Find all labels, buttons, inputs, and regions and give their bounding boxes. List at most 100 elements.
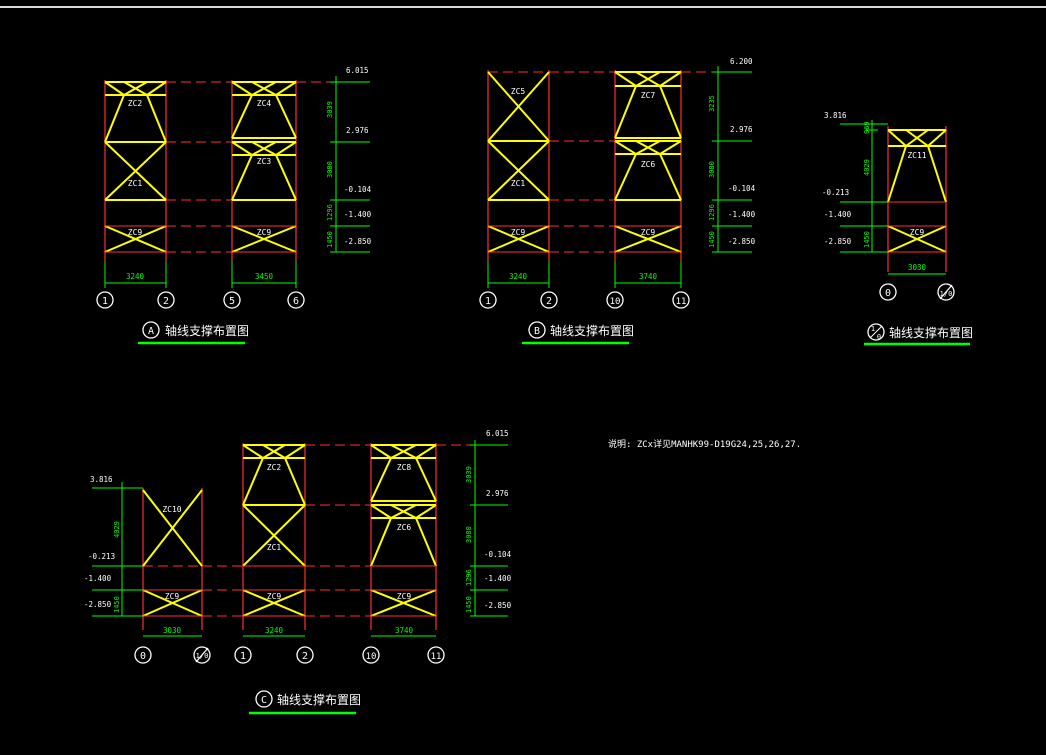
bottom-dims-a bbox=[104, 262, 297, 288]
elev-3816: 3.816 bbox=[824, 111, 847, 120]
label-zc1: ZC1 bbox=[128, 179, 143, 188]
height-1296: 1296 bbox=[708, 204, 716, 221]
label-zc1: ZC1 bbox=[267, 543, 282, 552]
label-zc1: ZC1 bbox=[511, 179, 526, 188]
panel-b: ZC5 ZC1 ZC9 ZC7 ZC6 ZC9 6.200 2.976 -0.1… bbox=[479, 57, 756, 345]
elevation-dims-c-left bbox=[92, 482, 143, 617]
axis-5: 5 bbox=[229, 296, 235, 307]
elev-neg1400: -1.400 bbox=[824, 210, 852, 219]
axis-1: 1 bbox=[102, 296, 108, 307]
height-3080: 3080 bbox=[708, 161, 716, 178]
axis-10: 10 bbox=[610, 297, 621, 307]
elev-2976: 2.976 bbox=[346, 126, 369, 135]
svg-text:轴线支撑布置图: 轴线支撑布置图 bbox=[277, 692, 361, 707]
label-zc7: ZC7 bbox=[641, 91, 656, 100]
panel-a: ZC2 ZC1 ZC9 ZC4 ZC3 ZC9 6.015 2.976 -0.1… bbox=[96, 66, 372, 345]
axis-1-0: 1/0 bbox=[940, 290, 953, 298]
height-4029: 4029 bbox=[863, 159, 871, 176]
axis-10: 10 bbox=[366, 652, 377, 662]
elev-neg0104: -0.104 bbox=[484, 550, 512, 559]
brace-zc7 bbox=[614, 71, 682, 201]
brace-zc8 bbox=[370, 444, 437, 617]
elev-6015: 6.015 bbox=[346, 66, 369, 75]
elev-neg2850: -2.850 bbox=[484, 601, 512, 610]
label-zc10: ZC10 bbox=[162, 505, 181, 514]
dim-3740: 3740 bbox=[639, 272, 658, 281]
dim-3740: 3740 bbox=[395, 626, 414, 635]
dim-3240: 3240 bbox=[126, 272, 145, 281]
axis-1-0: 1/0 bbox=[196, 652, 209, 660]
height-1450: 1450 bbox=[465, 596, 473, 613]
label-zc8: ZC8 bbox=[397, 463, 412, 472]
brace-zc9-b bbox=[487, 199, 682, 253]
label-zc2: ZC2 bbox=[128, 99, 143, 108]
height-3039: 3039 bbox=[465, 466, 473, 483]
axis-1: 1 bbox=[240, 651, 246, 662]
dim-3450: 3450 bbox=[255, 272, 274, 281]
label-zc2: ZC2 bbox=[267, 463, 282, 472]
dim-3240: 3240 bbox=[265, 626, 284, 635]
elev-6015: 6.015 bbox=[486, 429, 509, 438]
elevation-dims-c-right bbox=[470, 440, 508, 617]
elev-neg1400: -1.400 bbox=[344, 210, 372, 219]
panel-b-title: B 轴线支撑布置图 bbox=[522, 321, 634, 345]
label-zc5: ZC5 bbox=[511, 87, 526, 96]
brace-zc9-a bbox=[104, 199, 297, 253]
elev-neg1400: -1.400 bbox=[484, 574, 512, 583]
height-4029: 4029 bbox=[113, 521, 121, 538]
brace-zc2 bbox=[104, 81, 167, 201]
elev-neg0104: -0.104 bbox=[728, 184, 756, 193]
axis-0: 0 bbox=[885, 288, 891, 299]
height-1450: 1450 bbox=[113, 596, 121, 613]
label-zc9: ZC9 bbox=[128, 228, 143, 237]
svg-text:轴线支撑布置图: 轴线支撑布置图 bbox=[165, 323, 249, 338]
svg-text:轴线支撑布置图: 轴线支撑布置图 bbox=[550, 323, 634, 338]
height-1450: 1450 bbox=[708, 231, 716, 248]
elev-neg2850: -2.850 bbox=[84, 600, 112, 609]
dim-3030: 3030 bbox=[163, 626, 182, 635]
label-zc4: ZC4 bbox=[257, 99, 272, 108]
label-zc9: ZC9 bbox=[641, 228, 656, 237]
label-zc6: ZC6 bbox=[397, 523, 412, 532]
brace-zc4 bbox=[231, 81, 297, 201]
height-3039: 3039 bbox=[326, 101, 334, 118]
elev-2976: 2.976 bbox=[486, 489, 509, 498]
elev-3816: 3.816 bbox=[90, 475, 113, 484]
height-3080: 3080 bbox=[465, 526, 473, 543]
height-1296: 1296 bbox=[326, 204, 334, 221]
elev-neg2850: -2.850 bbox=[344, 237, 372, 246]
elev-neg0213: -0.213 bbox=[88, 552, 115, 561]
svg-text:0: 0 bbox=[877, 333, 881, 341]
label-zc9: ZC9 bbox=[267, 592, 282, 601]
label-zc9: ZC9 bbox=[257, 228, 272, 237]
brace-zc5 bbox=[487, 71, 550, 201]
label-zc3: ZC3 bbox=[257, 157, 272, 166]
height-1296: 1296 bbox=[465, 569, 473, 586]
svg-text:C: C bbox=[261, 695, 267, 706]
panel-a-title: A 轴线支撑布置图 bbox=[138, 321, 249, 345]
label-zc9: ZC9 bbox=[910, 228, 925, 237]
elev-neg0213: -0.213 bbox=[822, 188, 849, 197]
label-zc11: ZC11 bbox=[907, 151, 926, 160]
elev-neg1400: -1.400 bbox=[84, 574, 112, 583]
height-3235: 3235 bbox=[708, 95, 716, 112]
dim-3240: 3240 bbox=[509, 272, 528, 281]
brace-zc2-c bbox=[242, 444, 306, 617]
elev-neg2850: -2.850 bbox=[824, 237, 852, 246]
axis-1: 1 bbox=[485, 296, 491, 307]
brace-zc11 bbox=[887, 129, 947, 253]
panel-c: ZC10 ZC9 ZC2 ZC1 ZC9 ZC8 ZC6 ZC9 3.816 -… bbox=[84, 429, 512, 715]
top-border bbox=[0, 0, 1046, 8]
svg-text:B: B bbox=[534, 326, 540, 337]
elev-neg2850: -2.850 bbox=[728, 237, 756, 246]
label-zc6: ZC6 bbox=[641, 160, 656, 169]
axis-11: 11 bbox=[431, 652, 442, 662]
label-zc9: ZC9 bbox=[397, 592, 412, 601]
axis-2: 2 bbox=[163, 296, 169, 307]
height-1450: 1450 bbox=[326, 231, 334, 248]
dim-3030: 3030 bbox=[908, 263, 927, 272]
axis-6: 6 bbox=[293, 296, 299, 307]
elevation-dims-b bbox=[712, 66, 752, 253]
height-969: 969 bbox=[863, 121, 871, 134]
elev-6200: 6.200 bbox=[730, 57, 753, 66]
